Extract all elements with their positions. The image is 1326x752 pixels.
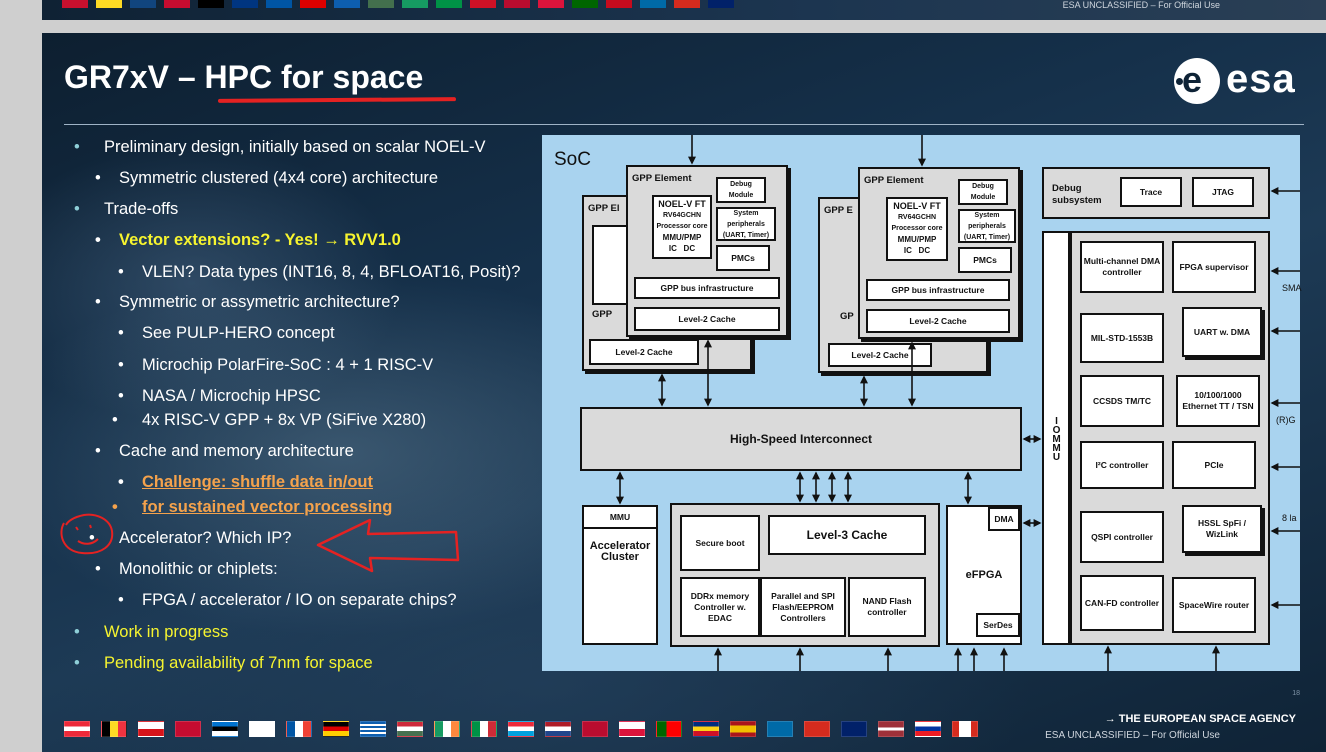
bullet-6: Symmetric or assymetric architecture? [95,292,400,312]
l2-cache-right: Level-2 Cache [866,309,1010,333]
l2-cache-back-left: Level-2 Cache [589,339,699,365]
gpp-bus-left: GPP bus infrastructure [634,277,780,299]
bullet-16: Pending availability of 7nm for space [74,653,373,673]
bullet-10: Cache and memory architecture [95,441,354,461]
footer-agency: → THE EUROPEAN SPACE AGENCY [1104,713,1296,725]
slide: GR7xV – HPC for space e esa Preliminary … [42,33,1326,752]
soc-block-diagram: SoC GPP El GPP Level-2 Cache GPP Element… [542,135,1302,671]
bullet-11: Challenge: shuffle data in/out [118,472,373,492]
previous-slide-strip: ESA UNCLASSIFIED – For Official Use [42,0,1326,20]
diagram-wires [616,135,1300,671]
title-divider [64,124,1304,125]
bullet-3: Trade-offs [74,199,178,219]
efpga-dma: DMA [988,507,1020,531]
uart-dma: UART w. DMA [1182,307,1262,357]
ext-label-sma: SMA [1282,283,1302,293]
multi-channel-dma: Multi-channel DMA controller [1080,241,1164,293]
gpp-bus-right: GPP bus infrastructure [866,279,1010,301]
ethernet: 10/100/1000 Ethernet TT / TSN [1176,375,1260,427]
serdes: SerDes [976,613,1020,637]
gpp-element-left: GPP Element Debug Module System peripher… [626,165,788,337]
spacewire-router: SpaceWire router [1172,577,1256,633]
slide-title: GR7xV – HPC for space [64,59,423,96]
previous-classification: ESA UNCLASSIFIED – For Official Use [1062,0,1220,10]
ccsds: CCSDS TM/TC [1080,375,1164,427]
red-scribble-annotation [60,513,114,555]
red-arrow-annotation [316,518,460,573]
bullet-15: Work in progress [74,622,229,642]
page-number: 18 [1292,690,1300,697]
bullet-9: NASA / Microchip HPSC [118,386,321,406]
i2c-controller: I²C controller [1080,441,1164,489]
bullet-2: Symmetric clustered (4x4 core) architect… [95,168,438,188]
pcie: PCIe [1172,441,1256,489]
eu-member-flags [64,721,978,737]
esa-logo-mark: e [1174,58,1220,104]
hssl: HSSL SpFi / WizLink [1182,505,1262,553]
bullet-5: VLEN? Data types (INT16, 8, 4, BFLOAT16,… [118,262,520,282]
title-prefix: GR7xV – [64,59,205,95]
bullet-9-cont: 4x RISC-V GPP + 8x VP (SiFive X280) [112,410,426,430]
l2-cache-left: Level-2 Cache [634,307,780,331]
gpp-element-right: GPP Element Debug Module System peripher… [858,167,1020,339]
bullet-1: Preliminary design, initially based on s… [74,137,485,157]
ext-label-8la: 8 la [1282,513,1297,523]
debug-subsystem: Debug subsystem Trace JTAG [1042,167,1270,219]
memory-group: Secure boot Level-3 Cache DDRx memory Co… [670,503,940,647]
esa-logo-word: esa [1226,57,1296,101]
iommu: IOMMU [1042,231,1070,645]
bullet-4: Vector extensions? - Yes! → RVV1.0 [95,230,401,250]
bullet-12: Accelerator? Which IP? [89,528,291,548]
bullet-8: Microchip PolarFire-SoC : 4 + 1 RISC-V [118,355,433,375]
mil-std-1553b: MIL-STD-1553B [1080,313,1164,363]
fpga-supervisor: FPGA supervisor [1172,241,1256,293]
can-fd-controller: CAN-FD controller [1080,575,1164,631]
esa-logo: e esa [1174,55,1306,107]
mmu-block: MMU [582,505,658,529]
ext-label-rg: (R)G [1276,415,1296,425]
high-speed-interconnect: High-Speed Interconnect [580,407,1022,471]
bullet-14: FPGA / accelerator / IO on separate chip… [118,590,457,610]
qspi-controller: QSPI controller [1080,511,1164,563]
title-highlight: HPC for space [204,59,424,95]
soc-label: SoC [554,149,591,170]
bullet-13: Monolithic or chiplets: [95,559,278,579]
flag-row-top [62,0,734,8]
footer-classification: ESA UNCLASSIFIED – For Official Use [1045,730,1220,741]
red-underline-annotation [217,97,457,103]
bullet-7: See PULP-HERO concept [118,323,335,343]
bullet-11-cont: for sustained vector processing [112,497,392,517]
